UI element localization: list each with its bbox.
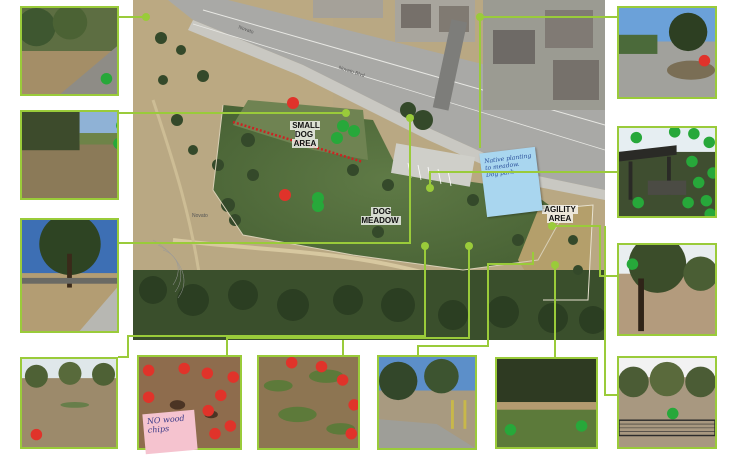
agility-area-label: AGILITY AREA <box>540 205 580 223</box>
photo-agility-fence[interactable] <box>617 356 717 449</box>
photo-patchy-grass[interactable] <box>257 355 360 450</box>
sticky-note: Native planting to meadow. Dog park <box>479 146 543 218</box>
sticky-note-text: Native planting to meadow. Dog park <box>483 152 532 179</box>
agility-area-line1: AGILITY <box>542 205 578 214</box>
small-dog-area-line2: AREA <box>291 139 319 148</box>
small-dog-area-label: SMALL DOG AREA <box>280 121 330 148</box>
photo-path-gate[interactable] <box>377 355 477 450</box>
photo-shade-structure[interactable] <box>617 126 717 218</box>
dog-meadow-text: DOG MEADOW <box>361 207 401 225</box>
pink-note-text: NO wood chips <box>146 413 185 435</box>
road-label-3: Novato <box>192 213 208 219</box>
photo-parking-tree[interactable] <box>617 6 717 99</box>
photo-agility-lawn[interactable] <box>495 357 598 449</box>
photo-oak-sidewalk[interactable] <box>20 218 119 333</box>
photo-trail-path[interactable] <box>20 6 119 96</box>
agility-area-line2: AREA <box>546 214 574 223</box>
photo-large-oak[interactable] <box>617 243 717 336</box>
photo-dry-meadow[interactable] <box>20 357 118 449</box>
photo-tree-shade[interactable] <box>20 110 119 200</box>
dog-meadow-label: DOG MEADOW <box>351 207 411 225</box>
pink-note: NO wood chips <box>142 409 198 455</box>
small-dog-area-line1: SMALL DOG <box>290 121 320 139</box>
